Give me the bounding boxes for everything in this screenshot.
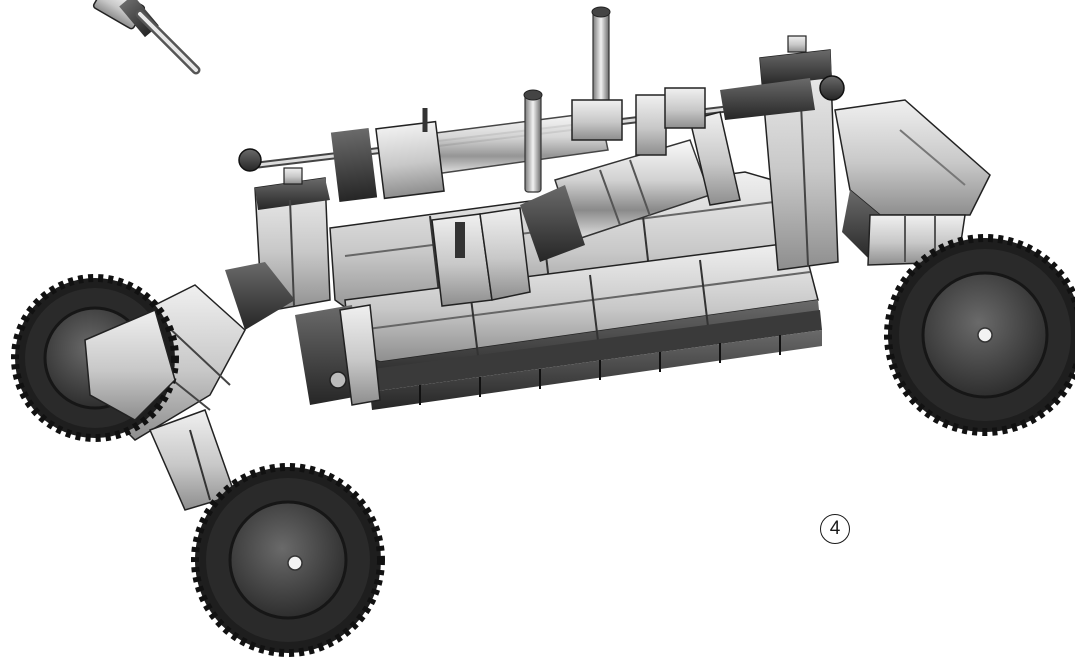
step-number-label: 4 [829,518,841,539]
front-left-wheel [11,274,179,442]
valve-rods [523,6,706,193]
front-end-cap [295,304,381,406]
step-number-badge: 4 [820,514,850,544]
chassis-front-rail [344,242,822,410]
pneumatic-cylinder-front [520,75,845,262]
rear-right-wheel [884,234,1075,436]
center-cross-blocks [431,207,531,307]
front-right-wheel [191,463,385,657]
partial-detail-top-left [92,0,201,75]
